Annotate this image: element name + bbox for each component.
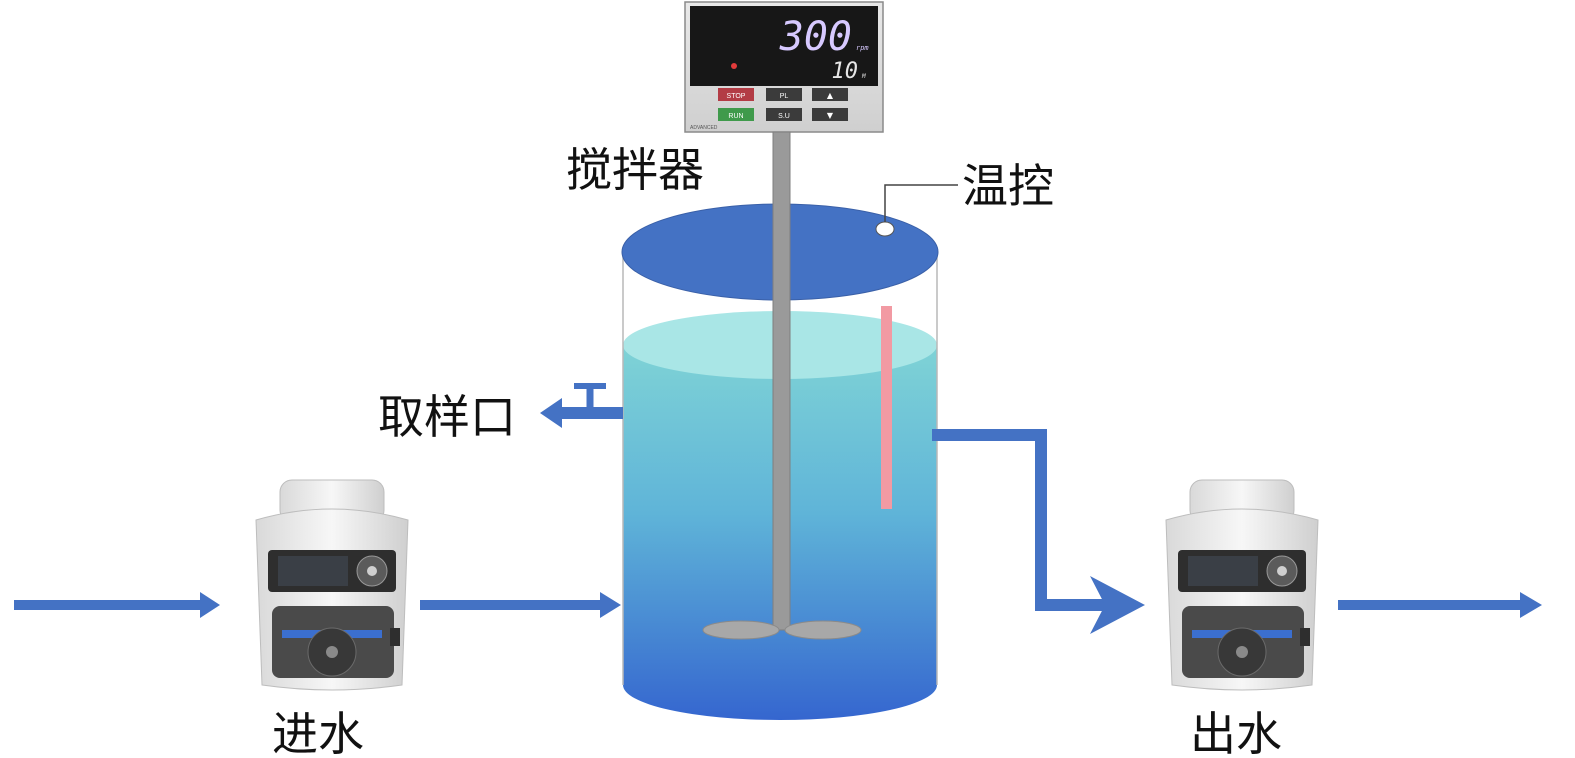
controller-sub-readout: 10	[832, 59, 859, 84]
controller-sub-unit: M	[861, 73, 866, 80]
pl-button[interactable]	[766, 88, 802, 101]
stop-button[interactable]	[718, 88, 754, 101]
down-arrow-icon: ▼	[827, 111, 834, 120]
outlet-flow	[932, 429, 1542, 634]
up-button[interactable]	[812, 88, 848, 101]
label-temp-control: 温控	[962, 159, 1054, 213]
controller-indicator-led	[731, 63, 737, 69]
label-inlet: 进水	[272, 707, 364, 758]
controller-brand: ADVANCED	[690, 125, 718, 131]
su-button-label: S.U	[778, 113, 790, 120]
up-arrow-icon: ▲	[827, 91, 834, 100]
temp-probe-port	[875, 221, 895, 237]
run-button-label: RUN	[728, 113, 743, 120]
inlet-pump	[255, 479, 409, 691]
outlet-pump	[1165, 479, 1319, 691]
su-button[interactable]	[766, 108, 802, 121]
run-button[interactable]	[718, 108, 754, 121]
controller-main-unit: rpm	[856, 44, 869, 52]
heater-rod	[881, 306, 892, 509]
sampling-port[interactable]	[540, 383, 623, 428]
impeller-blade-left	[702, 620, 780, 640]
controller-main-readout: 300	[779, 14, 852, 60]
impeller-blade-right	[784, 620, 862, 640]
pl-button-label: PL	[780, 93, 789, 100]
controller-display	[690, 6, 878, 86]
stirrer-shaft	[772, 131, 791, 631]
reactor-tank	[621, 131, 939, 720]
inlet-flow	[14, 592, 621, 618]
stop-button-label: STOP	[727, 93, 746, 100]
label-sampling-port: 取样口	[378, 390, 516, 444]
label-outlet: 出水	[1190, 707, 1282, 758]
stirrer-controller: 300 rpm 10 M STOP PL ▲ RUN S.U ▼ ADVANCE…	[684, 1, 884, 133]
down-button[interactable]	[812, 108, 848, 121]
label-stirrer: 搅拌器	[566, 143, 704, 197]
temp-control-leader	[884, 184, 958, 222]
